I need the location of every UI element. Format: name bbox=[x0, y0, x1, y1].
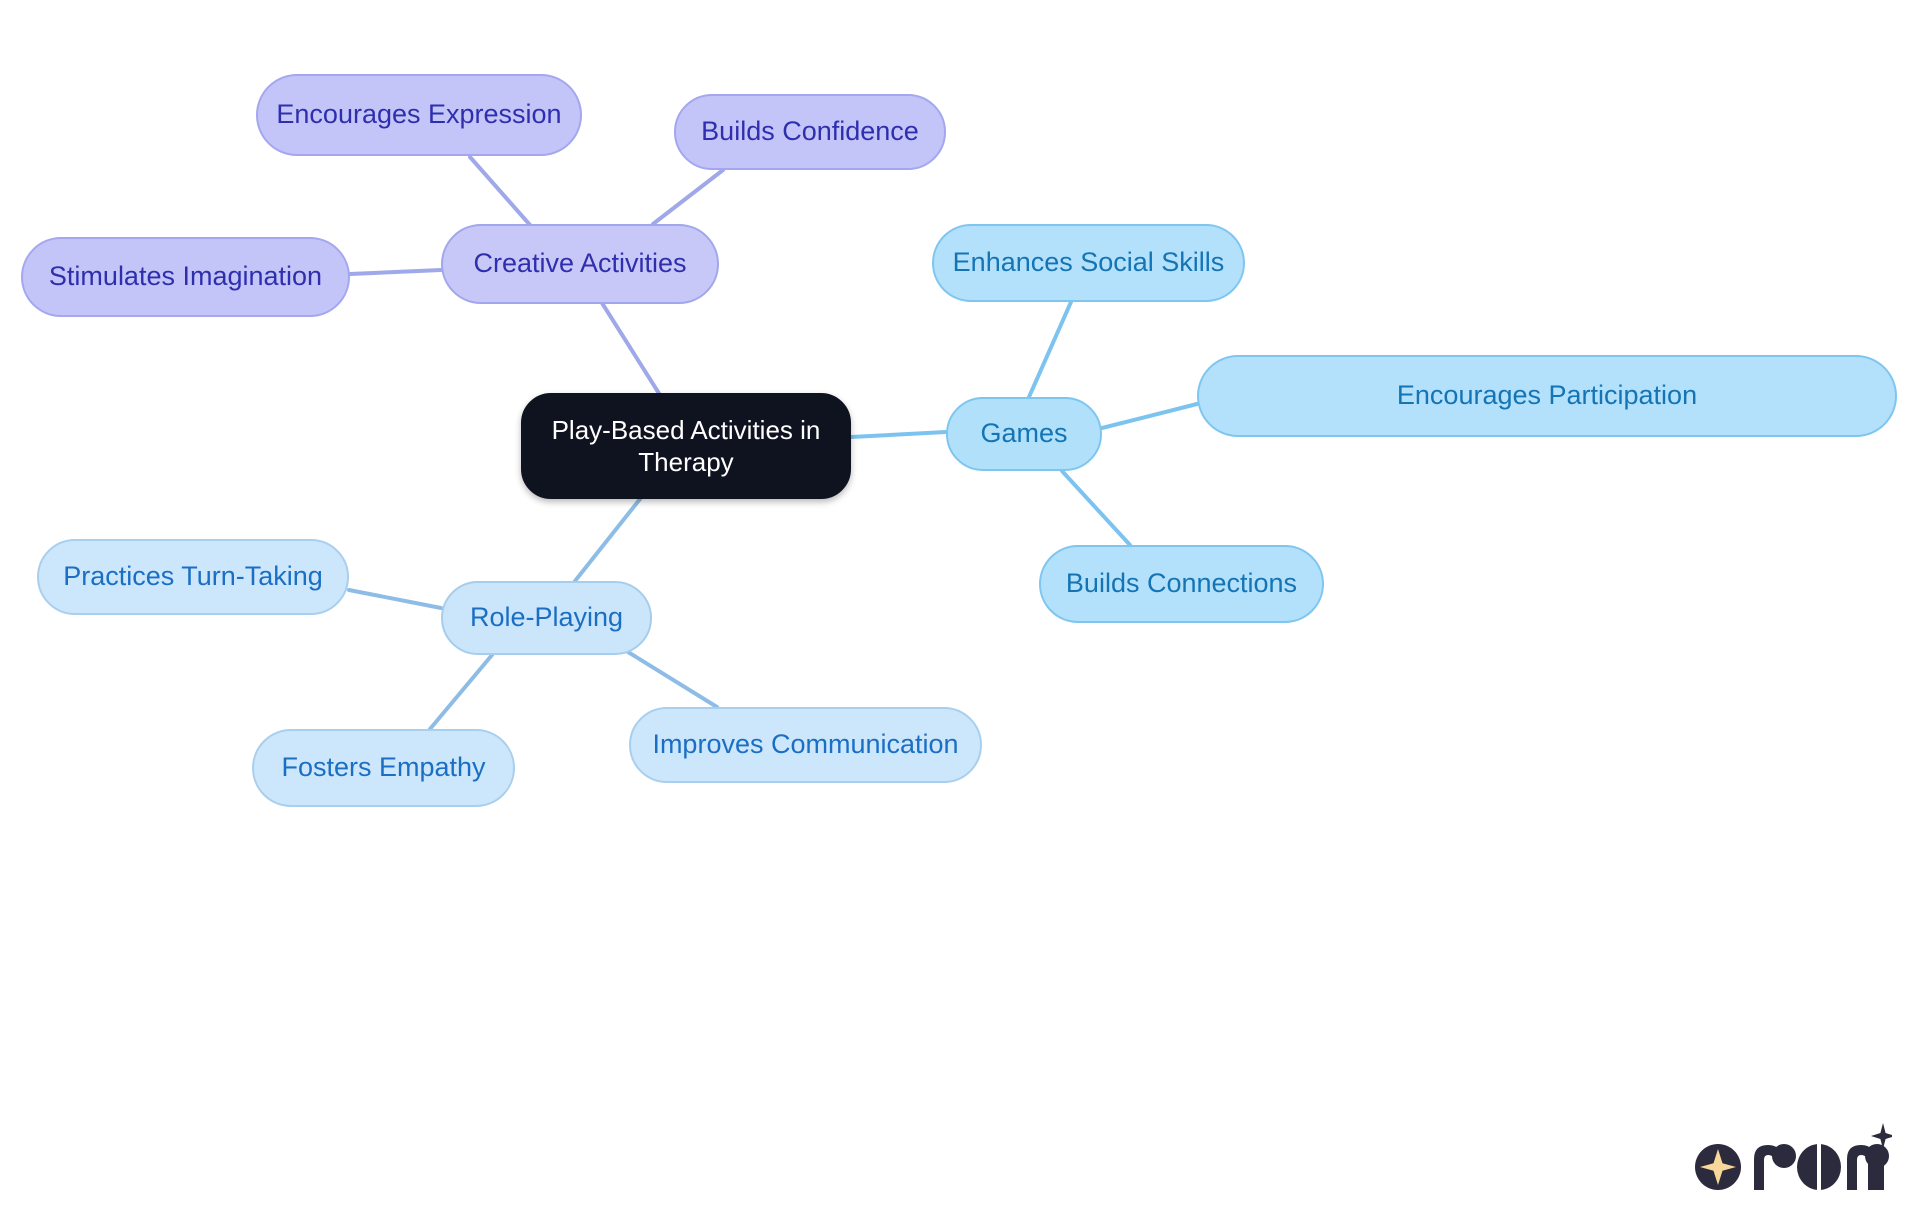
mindmap-leaf-builds-connections[interactable]: Builds Connections bbox=[1039, 545, 1324, 623]
mindmap-leaf-fosters-empathy[interactable]: Fosters Empathy bbox=[252, 729, 515, 807]
mindmap-leaf-enhances-social-skills[interactable]: Enhances Social Skills bbox=[932, 224, 1245, 302]
mindmap-leaf-practices-turn-taking[interactable]: Practices Turn-Taking bbox=[37, 539, 349, 615]
edge-root-to-creative-activities bbox=[600, 301, 662, 397]
edge-role-playing-to-improves-communication bbox=[626, 650, 719, 709]
mindmap-leaf-builds-confidence[interactable]: Builds Confidence bbox=[674, 94, 946, 170]
edge-role-playing-to-fosters-empathy bbox=[428, 653, 494, 731]
edge-creative-activities-to-encourages-expression bbox=[468, 155, 532, 227]
edge-root-to-games bbox=[849, 430, 948, 439]
edge-games-to-enhances-social-skills bbox=[1027, 300, 1073, 399]
edge-creative-activities-to-stimulates-imagination bbox=[348, 268, 443, 276]
logo-wordmark bbox=[1754, 1144, 1889, 1190]
mindmap-leaf-stimulates-imagination[interactable]: Stimulates Imagination bbox=[21, 237, 350, 317]
edge-root-to-role-playing bbox=[573, 497, 642, 583]
edge-games-to-encourages-participation bbox=[1100, 402, 1199, 430]
edge-role-playing-to-practices-turn-taking bbox=[347, 588, 443, 610]
mindmap-leaf-encourages-expression[interactable]: Encourages Expression bbox=[256, 74, 582, 156]
mindmap-leaf-improves-communication[interactable]: Improves Communication bbox=[629, 707, 982, 783]
mindmap-branch-role-playing[interactable]: Role-Playing bbox=[441, 581, 652, 655]
edge-creative-activities-to-builds-confidence bbox=[651, 168, 725, 226]
rori-logo bbox=[1695, 1123, 1892, 1190]
edge-games-to-builds-connections bbox=[1060, 469, 1132, 547]
logo-sparkle-icon bbox=[1871, 1123, 1892, 1149]
logo-orb-icon bbox=[1695, 1144, 1741, 1190]
mindmap-branch-games[interactable]: Games bbox=[946, 397, 1102, 471]
mindmap-leaf-encourages-participation[interactable]: Encourages Participation bbox=[1197, 355, 1897, 437]
mindmap-branch-creative-activities[interactable]: Creative Activities bbox=[441, 224, 719, 304]
mindmap-root-node[interactable]: Play-Based Activities in Therapy bbox=[521, 393, 851, 499]
